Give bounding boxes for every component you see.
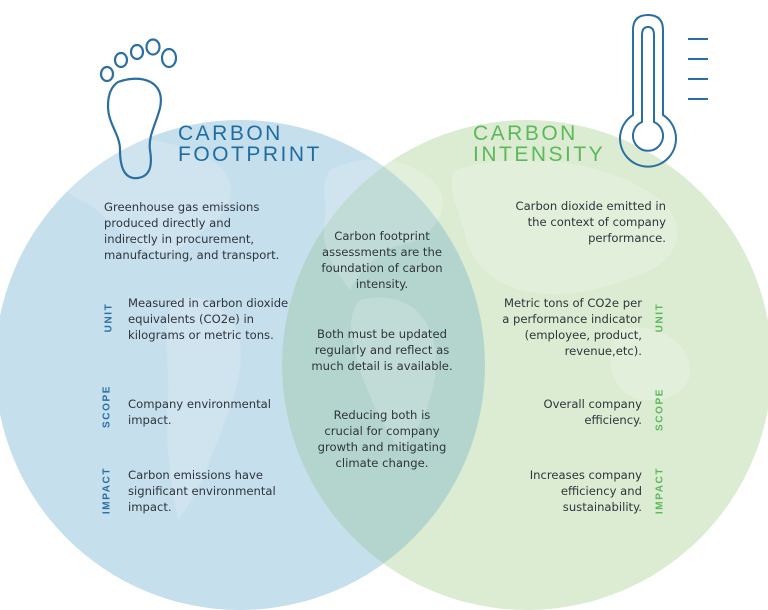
title-line: INTENSITY [473, 143, 606, 166]
unit-label-left: UNIT [103, 302, 115, 333]
scope-label-left: SCOPE [101, 385, 113, 429]
carbon-intensity-title: CARBON INTENSITY [473, 123, 605, 165]
title-line: CARBON [473, 122, 578, 145]
thermometer-icon [619, 13, 708, 168]
impact-label-right: IMPACT [654, 466, 666, 515]
intensity-unit-text: Metric tons of CO2e per a performance in… [502, 296, 642, 358]
title-line: FOOTPRINT [178, 143, 322, 166]
footprint-icon [99, 38, 178, 180]
impact-label-left: IMPACT [101, 466, 113, 515]
overlap-region [282, 120, 485, 610]
overlap-item-2: Both must be updated regularly and refle… [311, 327, 453, 373]
overlap-item-1: Carbon footprint assessments are the fou… [321, 229, 443, 291]
scope-label-right: SCOPE [654, 388, 666, 432]
intensity-definition: Carbon dioxide emitted in the context of… [515, 199, 666, 245]
overlap-item-3: Reducing both is crucial for company gro… [317, 408, 447, 470]
footprint-definition: Greenhouse gas emissions produced direct… [104, 200, 280, 262]
unit-label-right: UNIT [654, 302, 666, 333]
footprint-impact-text: Carbon emissions have significant enviro… [128, 468, 276, 514]
world-map-background [56, 137, 690, 520]
intensity-scope-text: Overall company efficiency. [543, 397, 642, 427]
footprint-unit-text: Measured in carbon dioxide equivalents (… [128, 296, 289, 342]
title-line: CARBON [178, 122, 283, 145]
carbon-footprint-title: CARBON FOOTPRINT [178, 123, 322, 165]
footprint-scope-text: Company environmental impact. [128, 397, 272, 427]
intensity-impact-text: Increases company efficiency and sustain… [529, 468, 642, 514]
